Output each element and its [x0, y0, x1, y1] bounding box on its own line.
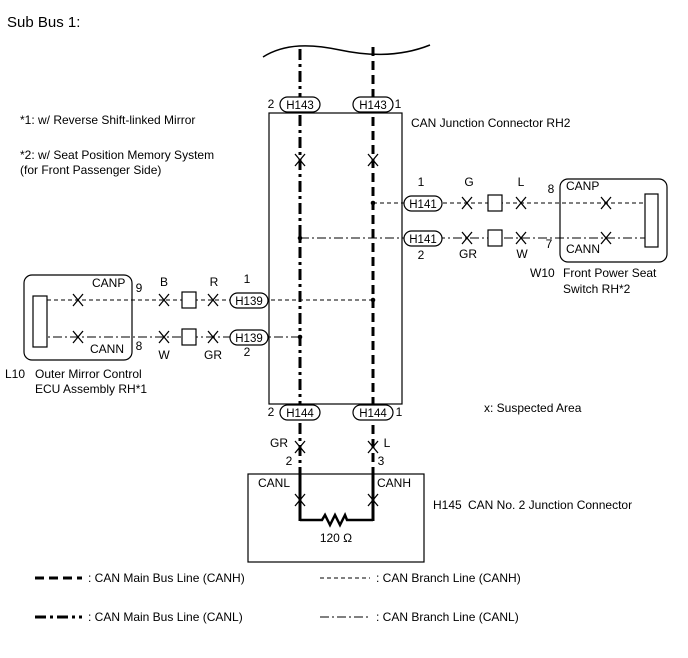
- suspected-area-key: x: Suspected Area: [484, 401, 582, 415]
- l10-cann-wire-color-1: W: [158, 348, 170, 362]
- h145-canl-pin: 2: [286, 454, 293, 468]
- legend-branch-canh-label: : CAN Branch Line (CANH): [376, 571, 521, 585]
- l10-canp-wire-color-2: R: [210, 275, 219, 289]
- w10-canp-wire-color-1: G: [464, 175, 473, 189]
- splice-dot: [370, 297, 376, 303]
- l10-cann-label: CANN: [90, 342, 124, 356]
- l10-canp-label: CANP: [92, 276, 125, 290]
- connector-h139-canl: H139: [229, 329, 269, 346]
- inline-junction-box: [487, 229, 503, 247]
- can-junction-connector-rh2-label: CAN Junction Connector RH2: [411, 116, 571, 130]
- svg-text:H144: H144: [286, 408, 314, 420]
- inline-junction-box: [181, 291, 197, 309]
- svg-text:H144: H144: [359, 408, 387, 420]
- break-line: [262, 44, 431, 58]
- h139-pin-canl: 2: [244, 345, 251, 359]
- h144-pin-left: 2: [268, 405, 275, 419]
- suspected-area-mark: [461, 196, 473, 210]
- w10-name-line-1: Front Power Seat: [563, 266, 657, 280]
- w10-device-box: [559, 178, 668, 263]
- svg-text:H139: H139: [235, 296, 263, 308]
- h145-canh-wire-color: L: [384, 436, 391, 450]
- inline-junction-box: [487, 194, 503, 212]
- l10-device-box: [23, 274, 133, 361]
- connector-h141-canl: H141: [403, 230, 443, 247]
- legend-branch-canl-label: : CAN Branch Line (CANL): [376, 610, 519, 624]
- h145-code: H145: [433, 498, 462, 512]
- svg-text:H141: H141: [409, 234, 437, 246]
- connector-h141-canh: H141: [403, 195, 443, 212]
- connector-h143-canh: H143: [352, 96, 394, 113]
- w10-name-line-2: Switch RH*2: [563, 282, 631, 296]
- w10-cann-pin: 7: [546, 237, 553, 251]
- svg-text:H139: H139: [235, 333, 263, 345]
- inline-junction-box: [181, 328, 197, 346]
- w10-canp-pin: 8: [548, 182, 555, 196]
- splice-dot: [297, 334, 303, 340]
- l10-canp-wire-color-1: B: [160, 275, 168, 289]
- l10-code: L10: [5, 367, 25, 381]
- l10-component: [32, 295, 48, 348]
- connector-h144-canh: H144: [352, 404, 394, 421]
- legend-main-canh-label: : CAN Main Bus Line (CANH): [88, 571, 245, 585]
- splice-dot: [297, 235, 303, 241]
- connector-h139-canh: H139: [229, 292, 269, 309]
- l10-cann-wire-color-2: GR: [204, 348, 222, 362]
- w10-code: W10: [530, 266, 555, 280]
- h144-pin-right: 1: [396, 405, 403, 419]
- svg-text:H143: H143: [359, 100, 387, 112]
- w10-component: [644, 193, 659, 248]
- h145-canl-label: CANL: [258, 476, 290, 490]
- can-junction-connector-rh2-box: [268, 112, 403, 405]
- svg-text:H141: H141: [409, 199, 437, 211]
- h141-pin-canh: 1: [418, 175, 425, 189]
- w10-cann-wire-color-1: GR: [459, 247, 477, 261]
- diagram-title: Sub Bus 1:: [7, 14, 80, 31]
- w10-cann-label: CANN: [566, 242, 600, 256]
- w10-canp-wire-color-2: L: [518, 175, 525, 189]
- connector-h143-canl: H143: [279, 96, 321, 113]
- w10-cann-wire-color-2: W: [516, 247, 528, 261]
- l10-canp-pin: 9: [136, 281, 143, 295]
- l10-cann-pin: 8: [136, 339, 143, 353]
- l10-name-line-2: ECU Assembly RH*1: [35, 382, 147, 396]
- h141-pin-canl: 2: [418, 248, 425, 262]
- h145-canl-wire-color: GR: [270, 436, 288, 450]
- h143-pin-left: 2: [268, 97, 275, 111]
- w10-canp-label: CANP: [566, 179, 599, 193]
- note-1: *1: w/ Reverse Shift-linked Mirror: [20, 113, 195, 127]
- resistor-value: 120 Ω: [320, 531, 352, 545]
- splice-dot: [370, 200, 376, 206]
- legend-main-canl-label: : CAN Main Bus Line (CANL): [88, 610, 243, 624]
- h139-pin-canh: 1: [244, 272, 251, 286]
- connector-h144-canl: H144: [279, 404, 321, 421]
- note-2-line-2: (for Front Passenger Side): [20, 163, 161, 177]
- terminating-resistor: [300, 511, 373, 528]
- h145-canh-label: CANH: [377, 476, 411, 490]
- h145-canh-pin: 3: [378, 454, 385, 468]
- suspected-area-mark: [515, 196, 527, 210]
- h143-pin-right: 1: [395, 97, 402, 111]
- l10-name-line-1: Outer Mirror Control: [35, 367, 142, 381]
- svg-text:H143: H143: [286, 100, 314, 112]
- h145-name: CAN No. 2 Junction Connector: [468, 498, 632, 512]
- note-2-line-1: *2: w/ Seat Position Memory System: [20, 148, 214, 162]
- legend: : CAN Main Bus Line (CANH) : CAN Branch …: [35, 571, 521, 624]
